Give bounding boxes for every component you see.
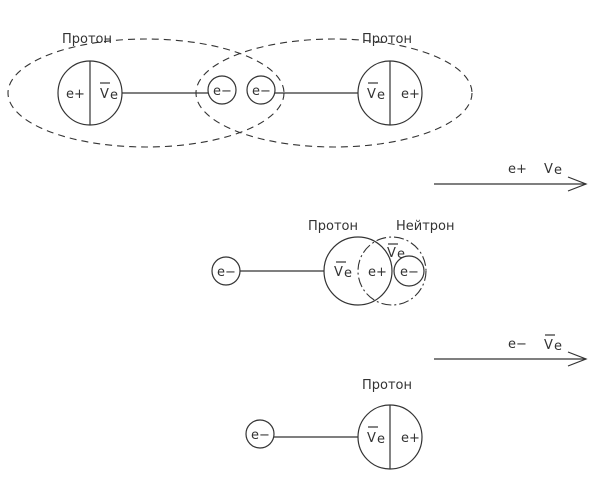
left-proton-label: Протон xyxy=(62,32,112,47)
arrow2-head xyxy=(567,351,588,367)
left-shared-electron-label: e− xyxy=(213,84,232,99)
arrow2-particle2-subscript: e xyxy=(554,339,562,354)
neutron-electron-label: e− xyxy=(400,265,419,280)
neutron-dashdot-circle xyxy=(357,236,427,306)
right-proton-label: Протон xyxy=(362,32,412,47)
bottom-proton-label: Протон xyxy=(362,378,412,393)
section-proton-neutron: Протон Нейтрон e− V e e+ V e e− xyxy=(211,219,455,306)
middle-proton-label: Протон xyxy=(308,219,358,234)
left-proton-antineutrino-subscript: e xyxy=(110,88,118,103)
arrow-electron-antineutrino: e− V e xyxy=(434,334,588,367)
right-proton-positron: e+ xyxy=(401,87,420,102)
arrow-positron-neutrino: e+ V e xyxy=(434,162,588,192)
arrow2-particle2: V xyxy=(544,338,553,353)
middle-proton-antineutrino-symbol: V xyxy=(334,265,343,280)
bottom-proton-antineutrino-subscript: e xyxy=(377,432,385,447)
neutron-positron: e+ xyxy=(368,265,387,280)
middle-proton-circle xyxy=(323,236,393,306)
section-two-protons: Протон Протон e+ V e e− e− V e e+ xyxy=(7,32,473,148)
right-proton-antineutrino-symbol: V xyxy=(367,87,376,102)
right-shared-electron-circle xyxy=(246,75,276,105)
arrow1-particle1: e+ xyxy=(508,162,527,177)
bottom-proton-positron: e+ xyxy=(401,431,420,446)
bottom-proton-antineutrino-symbol: V xyxy=(367,431,376,446)
arrow1-particle2-subscript: e xyxy=(554,163,562,178)
section-single-proton: Протон e− V e e+ xyxy=(245,378,423,470)
arrow1-head xyxy=(567,176,588,192)
neutron-antineutrino-subscript: e xyxy=(397,247,405,262)
neutron-label: Нейтрон xyxy=(396,219,455,234)
right-shared-electron-label: e− xyxy=(252,84,271,99)
left-proton-positron: e+ xyxy=(66,87,85,102)
arrow1-particle2: V xyxy=(544,162,553,177)
middle-proton-antineutrino-subscript: e xyxy=(344,266,352,281)
neutron-electron-circle xyxy=(393,255,425,287)
neutron-antineutrino-symbol: V xyxy=(387,246,396,261)
left-shared-electron-circle xyxy=(207,75,237,105)
bottom-electron-label: e− xyxy=(251,428,270,443)
left-proton-antineutrino-symbol: V xyxy=(100,87,109,102)
right-proton-antineutrino-subscript: e xyxy=(377,88,385,103)
middle-electron-label: e− xyxy=(217,265,236,280)
bottom-electron-circle xyxy=(245,419,275,449)
arrow2-particle1: e− xyxy=(508,337,527,352)
